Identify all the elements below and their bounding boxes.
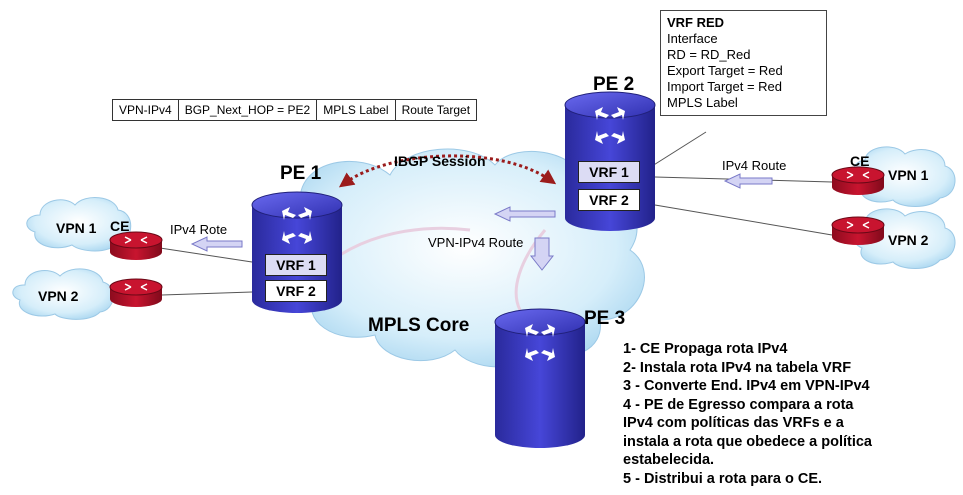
vpn1-left-label: VPN 1 [56, 220, 97, 236]
ce-router-left-bottom [109, 278, 163, 307]
route-trace-pe1 [339, 226, 471, 257]
vpn-cloud-left-bottom [12, 268, 114, 320]
ipv4-rote-arrow-left [190, 236, 243, 252]
router-arrows-icon [525, 324, 555, 361]
pe2-vrf2-box: VRF 2 [578, 189, 640, 211]
ibgp-session-label: IBGP Session [394, 153, 486, 169]
vpn2-right-label: VPN 2 [888, 232, 929, 248]
vpn-ipv4-down-arrow [529, 237, 555, 271]
ce-label-right: CE [850, 153, 870, 169]
vpn-ipv4-header-fields: VPN-IPv4 BGP_Next_HOP = PE2 MPLS Label R… [112, 99, 478, 121]
step-line: 1- CE Propaga rota IPv4 [623, 341, 788, 357]
header-field: BGP_Next_HOP = PE2 [177, 99, 318, 121]
header-field: MPLS Label [316, 99, 396, 121]
ce-router-right-bottom [831, 216, 885, 245]
pe1-vrf1-box: VRF 1 [265, 254, 327, 276]
vrf-red-line: Interface [667, 31, 718, 46]
step-line: estabelecida. [623, 452, 715, 468]
step-line: 4 - PE de Egresso compara a rota [623, 396, 854, 413]
pe2-vrf1-box: VRF 1 [578, 161, 640, 183]
ce-label-left: CE [110, 218, 130, 234]
ipv4-route-label: IPv4 Route [722, 158, 787, 173]
vrf-red-line: MPLS Label [667, 95, 738, 110]
vrf-red-title: VRF RED [667, 15, 725, 30]
step-line: 3 - Converte End. IPv4 em VPN-IPv4 [623, 378, 870, 394]
step-line: 2- Instala rota IPv4 na tabela VRF [623, 359, 852, 376]
pe3-label: PE 3 [584, 308, 626, 329]
mpls-core-label: MPLS Core [368, 315, 470, 336]
pe2-label: PE 2 [593, 74, 635, 95]
header-field: Route Target [394, 99, 478, 121]
vpn-ipv4-route-label: VPN-IPv4 Route [428, 235, 524, 250]
pe1-vrf2-box: VRF 2 [265, 280, 327, 302]
vrf-red-line: Import Target = Red [667, 79, 783, 94]
router-arrows-icon [595, 107, 625, 144]
pe1-label: PE 1 [280, 163, 322, 184]
vrf-red-info-box: VRF RED Interface RD = RD_Red Export Tar… [660, 10, 827, 116]
steps-list: 1- CE Propaga rota IPv4 2- Instala rota … [623, 340, 872, 488]
ce-router-right-top [831, 166, 885, 195]
step-line: 5 - Distribui a rota para o CE. [623, 470, 823, 487]
ce-router-left-top [109, 231, 163, 260]
router-arrows-icon [282, 207, 312, 244]
vrf-red-line: RD = RD_Red [667, 47, 751, 62]
step-line: instala a rota que obedece a política [623, 433, 872, 450]
vrf-red-line: Export Target = Red [667, 63, 783, 78]
ipv4-route-arrow-right [723, 173, 773, 189]
vpn1-right-label: VPN 1 [888, 167, 929, 183]
pe3-router [494, 308, 586, 448]
step-line: IPv4 com políticas das VRFs e a [623, 415, 844, 431]
header-field: VPN-IPv4 [112, 99, 179, 121]
vpn-ipv4-route-arrow [493, 206, 556, 222]
ipv4-rote-label: IPv4 Rote [170, 222, 228, 237]
vpn2-left-label: VPN 2 [38, 288, 79, 304]
